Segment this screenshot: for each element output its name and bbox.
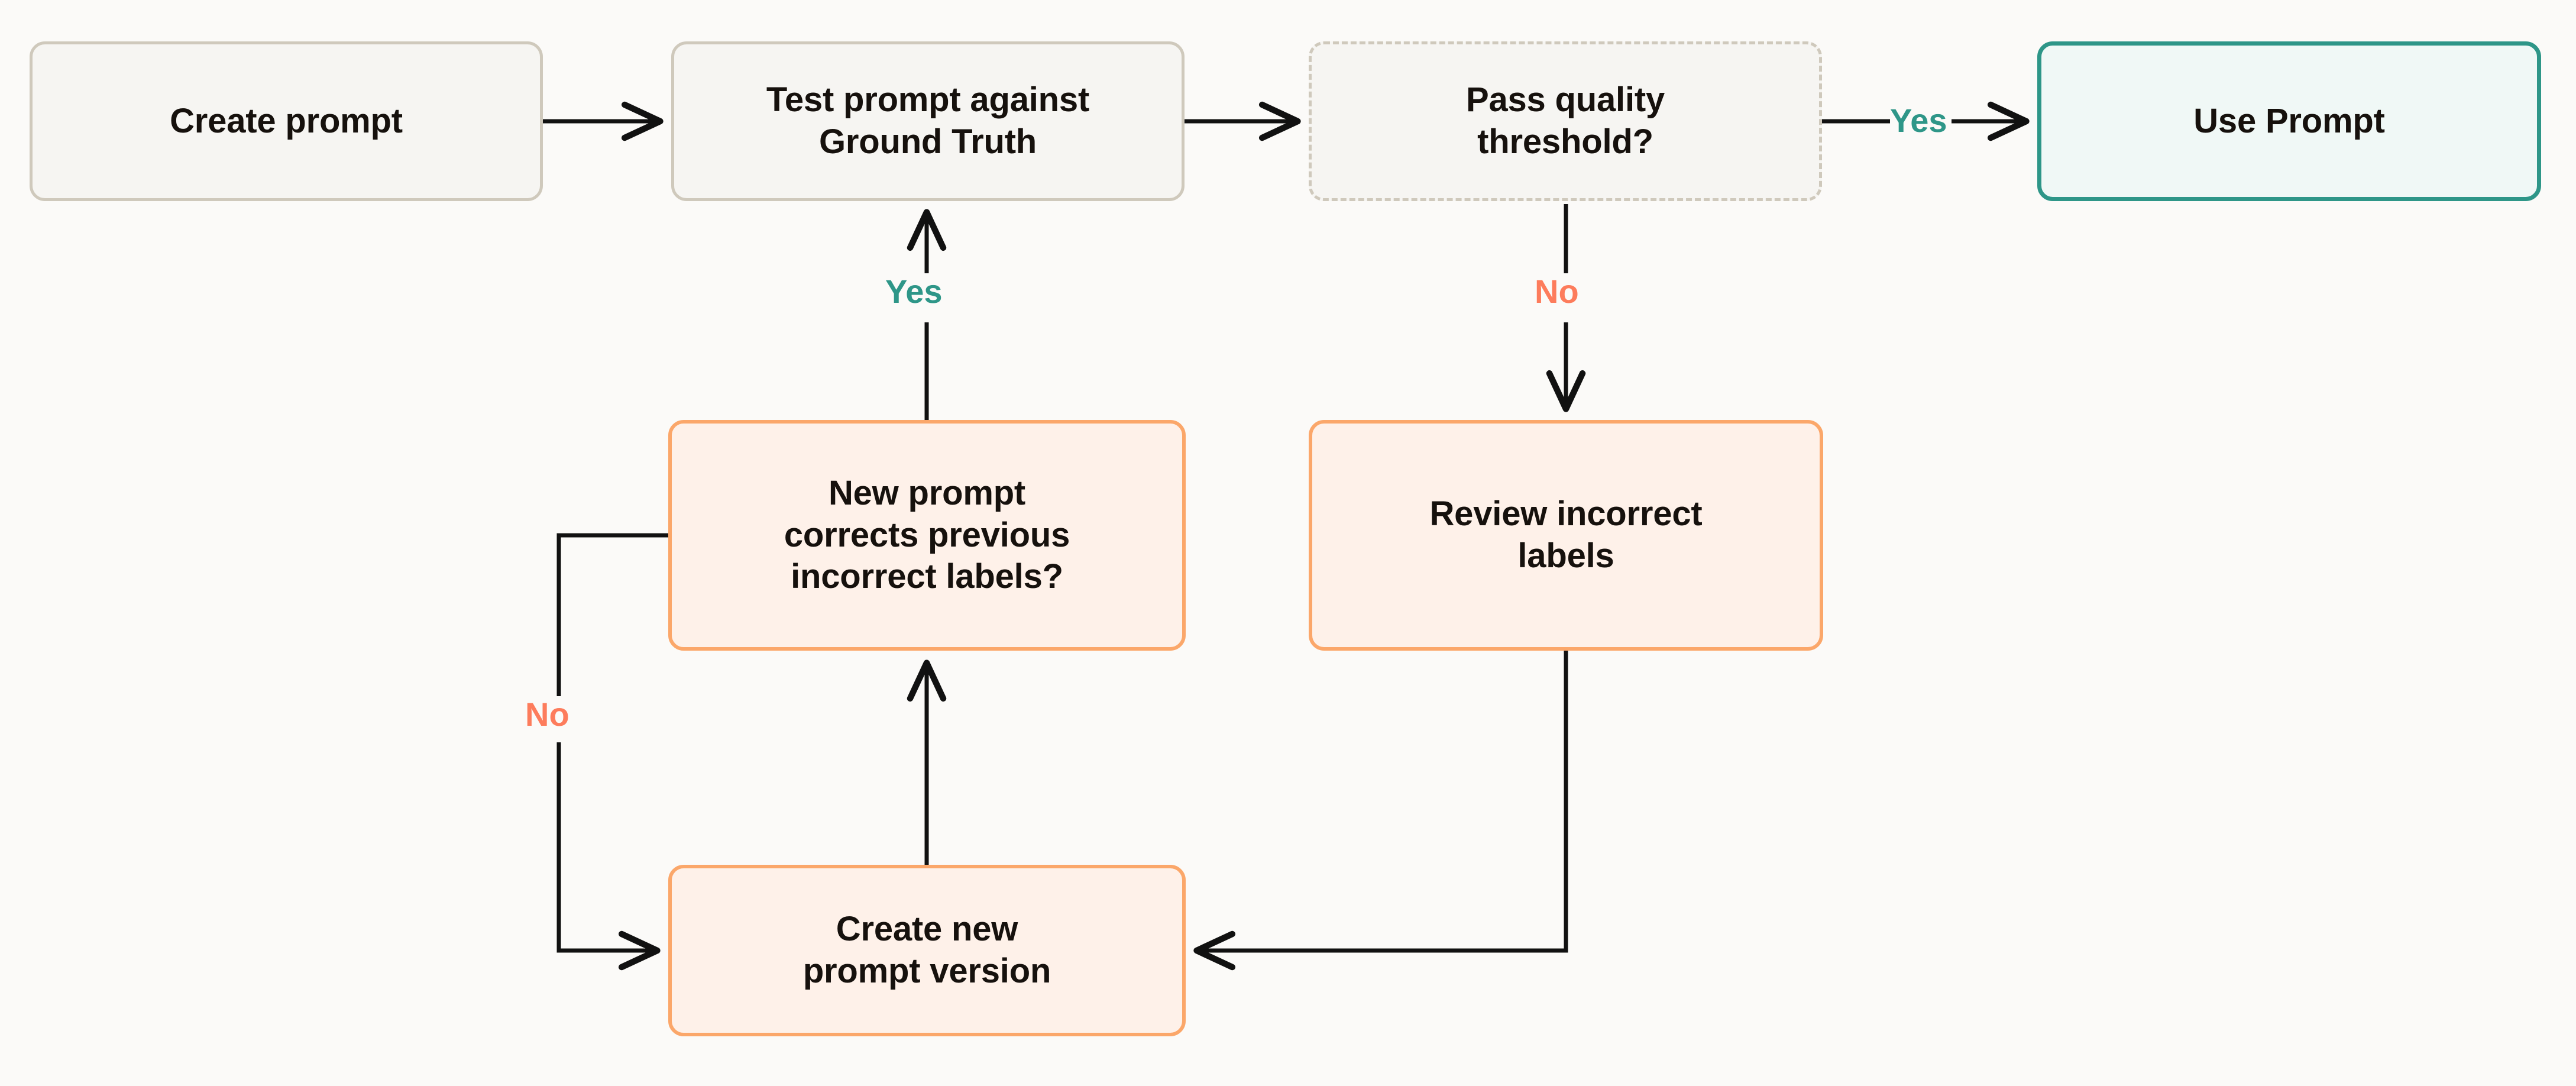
- node-review-incorrect-labels[interactable]: Review incorrect labels: [1309, 420, 1823, 651]
- edge-review-to-createnew: [1193, 651, 1568, 971]
- edge-label-no-pass-to-review: No: [1535, 273, 1579, 310]
- node-test-prompt-against-ground-truth[interactable]: Test prompt against Ground Truth: [671, 41, 1185, 201]
- node-create-prompt[interactable]: Create prompt: [30, 41, 543, 201]
- edge-label-yes-pass-to-use: Yes: [1890, 102, 1947, 139]
- node-pass-quality-threshold[interactable]: Pass quality threshold?: [1309, 41, 1822, 201]
- edge-corrects-no-to-createnew: [556, 533, 668, 971]
- node-create-new-prompt-version[interactable]: Create new prompt version: [668, 865, 1186, 1036]
- edge-label-no-corrects-to-createnew: No: [525, 696, 569, 733]
- node-use-prompt[interactable]: Use Prompt: [2037, 41, 2541, 201]
- edge-label-yes-corrects-to-test: Yes: [885, 273, 943, 310]
- node-new-prompt-corrects-previous-incorrect-labels[interactable]: New prompt corrects previous incorrect l…: [668, 420, 1186, 651]
